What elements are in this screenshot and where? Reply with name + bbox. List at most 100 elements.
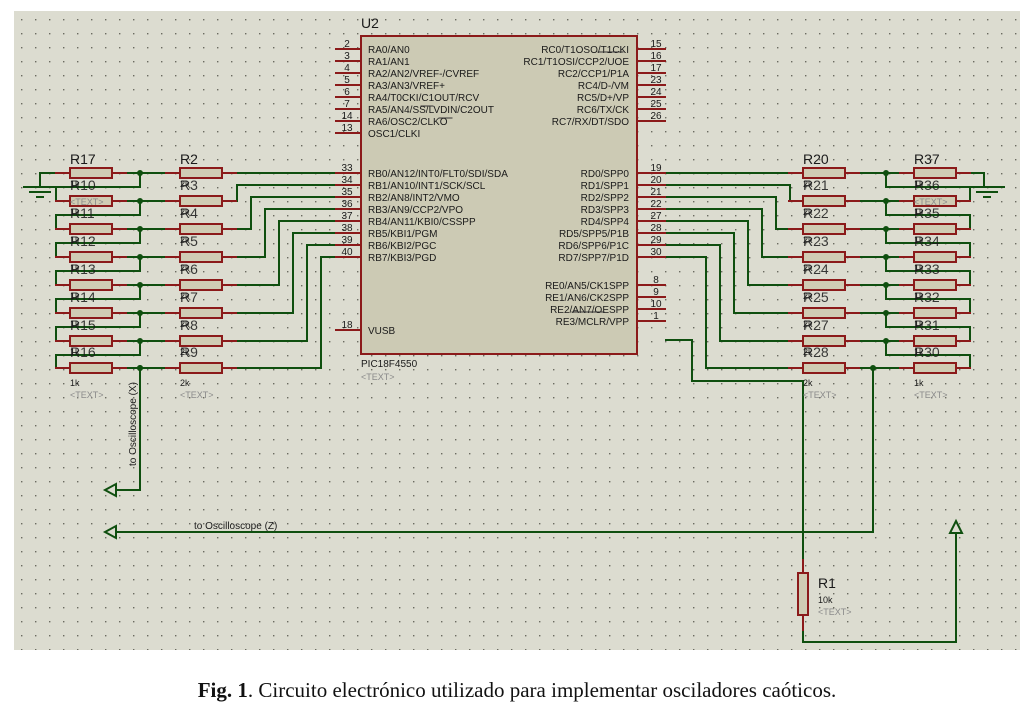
- resistor-r7: [179, 307, 223, 319]
- resistor-ref: R14: [70, 289, 96, 305]
- ic-pin-number: 21: [650, 187, 662, 198]
- ic-pin-number: 3: [344, 51, 350, 62]
- resistor-r8: [179, 335, 223, 347]
- resistor-ref: R24: [803, 261, 829, 277]
- wire-osc-x: [116, 368, 141, 491]
- ic-pin-number: 24: [650, 87, 662, 98]
- resistor-value: 1k: [914, 235, 924, 245]
- ic-pin-number: 38: [341, 223, 353, 234]
- resistor-r23: [802, 251, 846, 263]
- ic-pin-number: 15: [650, 39, 662, 50]
- ic-pin-name: RB4/AN11/KBI0/CSSPP: [368, 217, 476, 228]
- ic-ref-label: U2: [361, 15, 379, 31]
- ic-pin-name: RB6/KBI2/PGC: [368, 241, 436, 252]
- resistor-text-placeholder: <TEXT>: [914, 197, 948, 207]
- ic-pin-number: 4: [344, 63, 350, 74]
- resistor-ref: R35: [914, 205, 940, 221]
- resistor-value: 1k: [914, 207, 924, 217]
- ic-pin-name: RE0/AN5/CK1SPP: [545, 281, 629, 292]
- resistor-ref: R27: [803, 317, 829, 333]
- resistor-ref: R34: [914, 233, 940, 249]
- wire-ladder-link: [55, 285, 141, 313]
- resistor-r37: [913, 167, 957, 179]
- resistor-r17: [69, 167, 113, 179]
- resistor-r10: [69, 195, 113, 207]
- resistor-r25: [802, 307, 846, 319]
- wire-return: [802, 532, 957, 643]
- wire-bus: [665, 196, 789, 230]
- wire-bus: [665, 208, 789, 258]
- resistor-ref: R8: [180, 317, 198, 333]
- ic-pin-number: 20: [650, 175, 662, 186]
- resistor-value: 2k: [803, 235, 813, 245]
- wire-ground: [39, 172, 56, 187]
- resistor-value: 2k: [803, 378, 813, 388]
- oscilloscope-z-terminal-icon: [102, 524, 117, 540]
- resistor-value: 1k: [70, 291, 80, 301]
- ic-pin-name: RE1/AN6/CK2SPP: [545, 293, 629, 304]
- ic-pin-number: 14: [341, 111, 353, 122]
- resistor-r1: [797, 572, 809, 616]
- resistor-r32: [913, 307, 957, 319]
- resistor-text-placeholder: <TEXT>: [803, 390, 837, 400]
- ic-pin-number: 40: [341, 247, 353, 258]
- ic-pin-number: 25: [650, 99, 662, 110]
- resistor-text-placeholder: <TEXT>: [180, 390, 214, 400]
- ic-pin-number: 19: [650, 163, 662, 174]
- ic-pin-number: 26: [650, 111, 662, 122]
- resistor-r33: [913, 279, 957, 291]
- resistor-r1-ref: R1: [818, 575, 836, 591]
- ic-body: [360, 35, 638, 355]
- resistor-text-placeholder: <TEXT>: [914, 390, 948, 400]
- ic-pin-name: RD3/SPP3: [581, 205, 630, 216]
- figure-caption: Fig. 1. Circuito electrónico utilizado p…: [0, 678, 1034, 703]
- ic-pin-number: 6: [344, 87, 350, 98]
- resistor-value: 2k: [803, 291, 813, 301]
- ic-pin-name: RC1/T1OSI/CCP2/UOE: [523, 57, 629, 68]
- wire-ladder-link: [885, 285, 971, 313]
- resistor-r21: [802, 195, 846, 207]
- resistor-value: 1k: [70, 235, 80, 245]
- resistor-value: 1k: [914, 291, 924, 301]
- resistor-ref: R4: [180, 205, 198, 221]
- resistor-value: 2k: [803, 179, 813, 189]
- resistor-ref: R33: [914, 261, 940, 277]
- schematic-svg: U2PIC18F4550<TEXT>2RA0/AN03RA1/AN14RA2/A…: [14, 11, 1020, 650]
- ic-pin-name: RB1/AN10/INT1/SCK/SCL: [368, 181, 486, 192]
- resistor-r20: [802, 167, 846, 179]
- wire-bus: [236, 256, 336, 369]
- resistor-ref: R23: [803, 233, 829, 249]
- ic-pin-name: RD5/SPP5/P1B: [559, 229, 629, 240]
- ic-pin-name: RC5/D+/VP: [577, 93, 629, 104]
- resistor-value: 1k: [70, 378, 80, 388]
- ic-pin-number: 8: [653, 275, 659, 286]
- ic-pin-name: RB5/KBI1/PGM: [368, 229, 437, 240]
- ic-pin-name: RA2/AN2/VREF-/CVREF: [368, 69, 479, 80]
- ic-pin-name: RA0/AN0: [368, 45, 410, 56]
- resistor-r34: [913, 251, 957, 263]
- resistor-ref: R16: [70, 344, 96, 360]
- resistor-r31: [913, 335, 957, 347]
- resistor-value: 1k: [70, 319, 80, 329]
- resistor-value: 2k: [180, 291, 190, 301]
- ic-pin-name: RC2/CCP1/P1A: [558, 69, 629, 80]
- wire-bus: [236, 244, 336, 342]
- ic-pin-name: RD2/SPP2: [581, 193, 630, 204]
- resistor-ref: R7: [180, 289, 198, 305]
- wire-osc-z: [116, 368, 874, 533]
- resistor-r15: [69, 335, 113, 347]
- resistor-r13: [69, 279, 113, 291]
- resistor-ref: R2: [180, 151, 198, 167]
- wire-ladder-link: [885, 201, 971, 229]
- resistor-r6: [179, 279, 223, 291]
- wire-bus: [236, 220, 336, 286]
- ic-pin-name: RE3/MCLR/VPP: [556, 317, 630, 328]
- resistor-value: 2k: [803, 263, 813, 273]
- ic-pin-number: 27: [650, 211, 662, 222]
- resistor-value: 2k: [180, 319, 190, 329]
- ic-pin-name: RA3/AN3/VREF+: [368, 81, 445, 92]
- wire-ladder-link: [885, 173, 971, 201]
- resistor-ref: R17: [70, 151, 96, 167]
- wire-ladder-link: [885, 341, 971, 368]
